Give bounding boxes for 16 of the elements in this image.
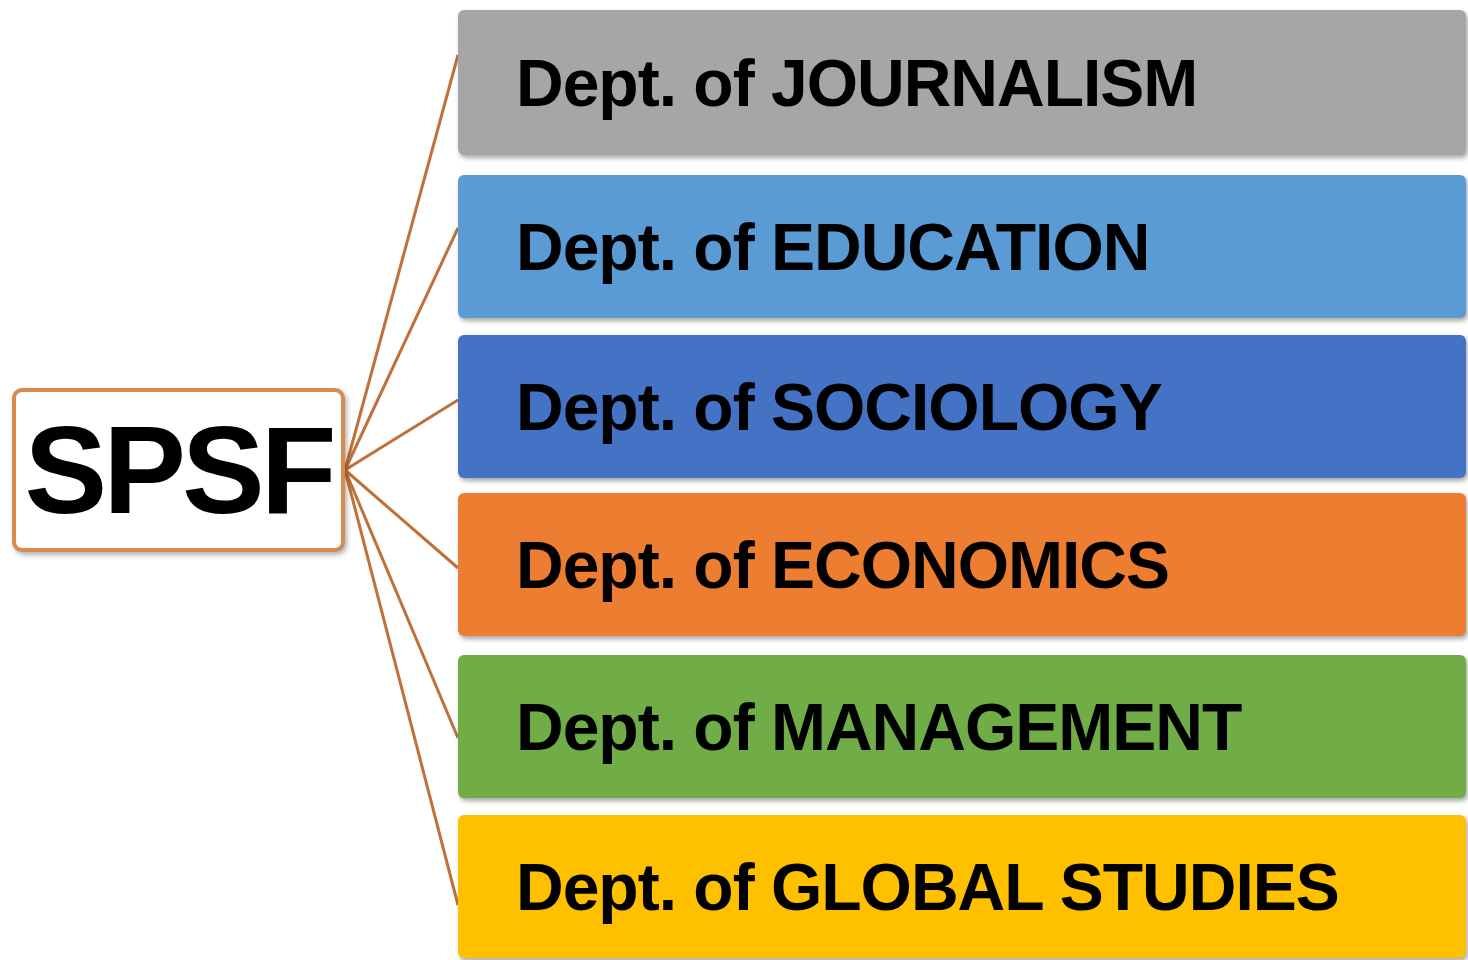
department-bar (458, 493, 1466, 636)
connector-line (344, 398, 459, 472)
department-bar (458, 175, 1466, 318)
department-label: Dept. of MANAGEMENT (516, 688, 1242, 765)
root-box (12, 388, 345, 552)
department-label: Dept. of JOURNALISM (516, 44, 1198, 121)
department-label: Dept. of EDUCATION (516, 208, 1150, 285)
connector-line (344, 468, 459, 570)
root-label: SPSF (24, 400, 333, 541)
department-label: Dept. of ECONOMICS (516, 526, 1169, 603)
department-bar (458, 335, 1466, 478)
department-bar (458, 815, 1466, 958)
department-label: Dept. of SOCIOLOGY (516, 368, 1162, 445)
department-label: Dept. of GLOBAL STUDIES (516, 848, 1339, 925)
department-bar (458, 655, 1466, 798)
department-bar (458, 10, 1466, 155)
